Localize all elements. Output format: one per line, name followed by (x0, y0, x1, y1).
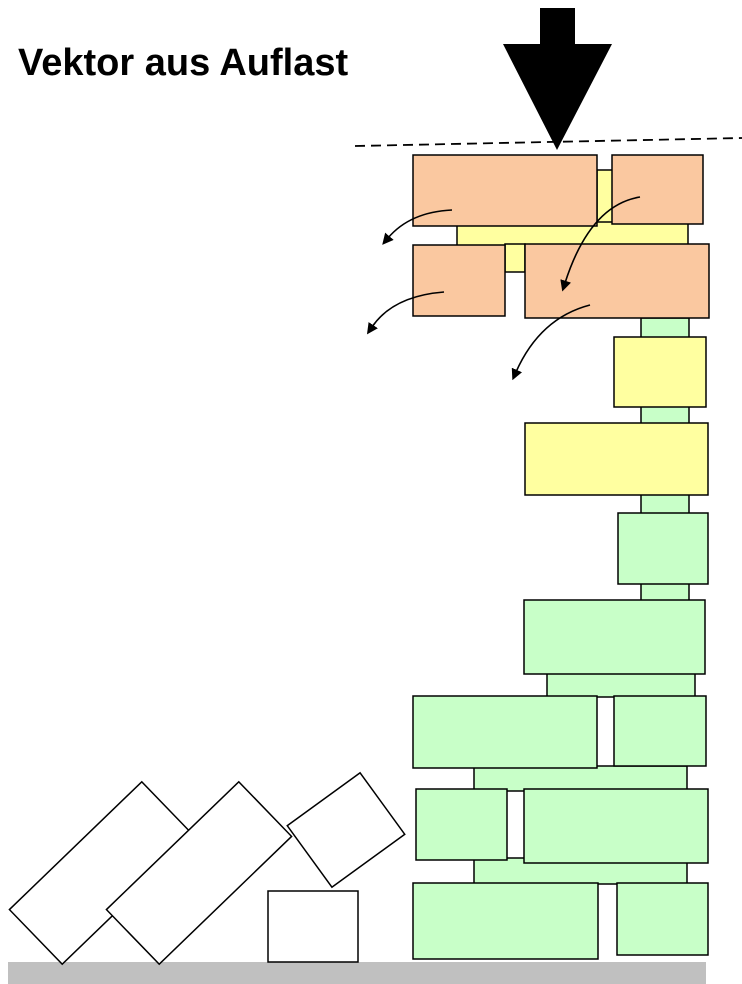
yellow-block (524, 422, 709, 496)
ground-slab (8, 962, 706, 984)
orange-block (524, 243, 710, 319)
orange-masonry (412, 154, 710, 319)
green-band (640, 404, 690, 426)
green-block (523, 788, 709, 864)
fallen-blocks (8, 771, 406, 966)
green-band (473, 765, 688, 792)
green-block (617, 512, 709, 585)
fallen-block (105, 780, 293, 966)
orange-block (412, 244, 506, 317)
green-band (640, 493, 690, 515)
curved-arrow-icon (366, 291, 445, 335)
green-block (616, 882, 709, 956)
orange-block (611, 154, 704, 225)
green-block (613, 695, 707, 767)
load-line (354, 137, 742, 147)
curved-arrow-icon (382, 209, 453, 245)
curved-arrow-icon (560, 196, 641, 292)
green-band (640, 581, 690, 603)
yellow-band (504, 243, 526, 273)
green-block (412, 882, 599, 960)
fallen-block (267, 890, 359, 963)
fallen-block (286, 771, 406, 889)
green-masonry (412, 317, 709, 960)
orange-block (412, 154, 598, 227)
yellow-block (613, 336, 707, 408)
green-band (546, 671, 696, 698)
diagram-title: Vektor aus Auflast (18, 42, 349, 84)
green-band (640, 317, 690, 339)
yellow-masonry (456, 169, 709, 496)
green-block (412, 695, 598, 769)
green-block (415, 788, 508, 861)
large-down-arrow-icon (503, 8, 612, 150)
curved-arrow-icon (511, 304, 591, 381)
displacement-arrows (366, 196, 641, 381)
green-block (523, 599, 706, 675)
